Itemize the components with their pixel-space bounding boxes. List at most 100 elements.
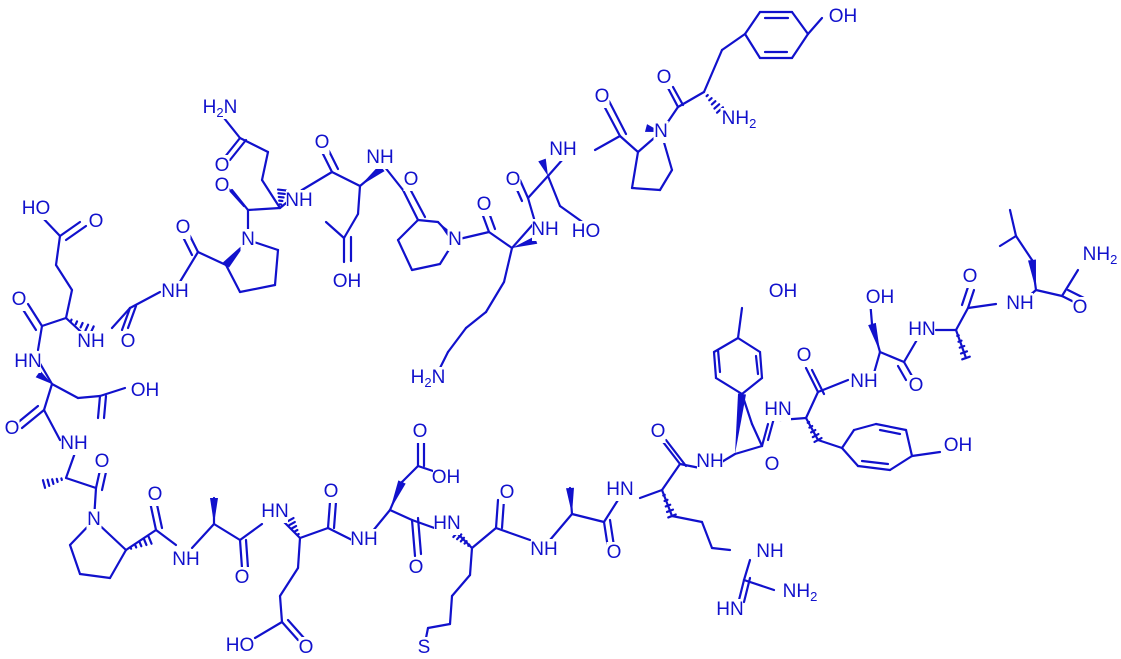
label-background	[653, 121, 669, 143]
bond	[260, 150, 270, 182]
bond	[878, 428, 902, 436]
label-background	[334, 271, 360, 293]
bond-lines	[14, 10, 1086, 650]
bond	[64, 224, 88, 242]
hashed-bond	[957, 339, 963, 343]
label-background	[830, 6, 856, 28]
hashed-bond	[142, 537, 148, 547]
bond	[878, 350, 906, 364]
atom-label: HN	[261, 501, 288, 522]
label-background	[867, 287, 893, 309]
bond	[548, 512, 574, 542]
bond	[238, 538, 244, 570]
bond	[742, 578, 776, 592]
atom-label: NH	[285, 190, 312, 211]
bond	[356, 184, 362, 216]
atom-label: HO	[22, 198, 51, 219]
atom-label: OH	[769, 281, 798, 302]
label-background	[851, 371, 877, 393]
hashed-bond	[662, 493, 666, 497]
label-background	[88, 211, 104, 233]
label-background	[234, 567, 250, 589]
bond	[742, 558, 752, 582]
label-background	[532, 219, 558, 241]
label-background	[1072, 297, 1088, 319]
atom-label: NH	[530, 539, 557, 560]
bond	[396, 238, 414, 272]
atom-label: H2N	[203, 97, 238, 120]
label-background	[1081, 244, 1119, 266]
bond	[468, 546, 474, 577]
bond	[238, 522, 264, 542]
label-background	[908, 375, 924, 397]
atom-label: O	[12, 289, 27, 310]
hashed-bond	[806, 420, 811, 424]
bond	[238, 136, 270, 154]
bond	[904, 428, 914, 458]
bond	[126, 304, 138, 330]
hashed-bond	[84, 323, 90, 332]
bond	[593, 134, 622, 152]
bond	[426, 622, 452, 630]
bond	[954, 306, 970, 332]
label-background	[240, 229, 256, 251]
atom-label: O	[235, 567, 250, 588]
wedge-bond	[735, 393, 746, 454]
label-background	[214, 155, 230, 177]
bond	[448, 594, 454, 626]
hashed-bond	[959, 350, 969, 355]
bond	[966, 302, 998, 310]
bond	[852, 422, 878, 432]
label-background	[15, 351, 41, 373]
atom-label: NH	[350, 529, 377, 550]
atom-label: O	[607, 542, 622, 563]
bond	[410, 518, 417, 558]
hashed-bond	[55, 477, 59, 484]
label-background	[447, 229, 463, 251]
label-background	[770, 281, 796, 303]
bond	[840, 428, 856, 450]
bond	[196, 250, 228, 267]
bond	[100, 470, 108, 492]
bond	[438, 350, 450, 370]
label-background	[11, 289, 27, 311]
atom-label: O	[5, 418, 20, 439]
hashed-bond	[956, 334, 960, 337]
label-background	[286, 190, 312, 212]
bond	[298, 526, 330, 540]
hashed-bond	[708, 97, 713, 102]
atom-label: O	[765, 454, 780, 475]
bond	[410, 262, 442, 272]
label-background	[650, 421, 666, 443]
atom-label: N	[241, 229, 255, 250]
atom-label: O	[404, 169, 419, 190]
bond	[630, 150, 640, 190]
bond	[1008, 208, 1018, 238]
label-background	[409, 367, 447, 389]
label-background	[717, 599, 743, 621]
hashed-bond	[710, 100, 717, 106]
atom-label: NH	[161, 281, 188, 302]
label-background	[94, 451, 110, 473]
bond	[128, 290, 162, 310]
bond	[326, 147, 340, 171]
bond	[500, 498, 506, 530]
bond	[470, 526, 498, 550]
label-background	[945, 435, 971, 457]
label-background	[607, 479, 633, 501]
atom-label: HN	[433, 513, 460, 534]
bond	[407, 185, 427, 219]
atom-label: O	[148, 484, 163, 505]
hashed-bond	[46, 478, 51, 487]
bond	[766, 416, 776, 442]
bond	[1014, 234, 1034, 262]
bond	[1066, 288, 1086, 300]
bond	[78, 572, 112, 580]
label-background	[214, 175, 230, 197]
bond	[154, 528, 178, 547]
bond	[484, 280, 506, 314]
bond	[743, 10, 762, 36]
bond	[960, 285, 970, 307]
label-background	[227, 635, 253, 657]
label-background	[314, 132, 330, 154]
